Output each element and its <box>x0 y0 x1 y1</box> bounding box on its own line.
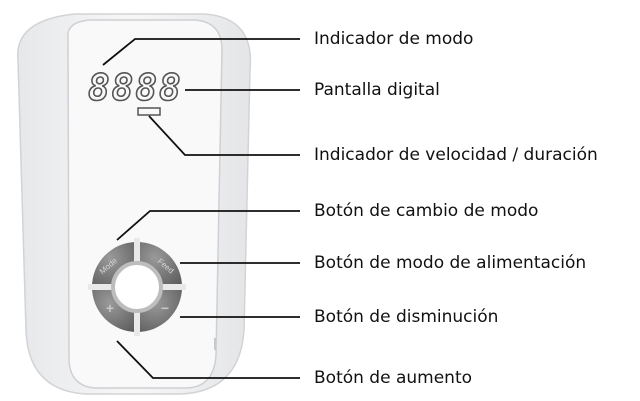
label-mode-change-button: Botón de cambio de modo <box>314 201 539 221</box>
leader-mode-change <box>116 210 300 241</box>
leader-increase <box>116 340 300 379</box>
minus-icon: − <box>161 300 169 316</box>
speed-duration-indicator-mark <box>137 107 161 116</box>
display-digits: 8888 <box>88 68 183 109</box>
label-feed-mode-button: Botón de modo de alimentación <box>314 253 587 273</box>
digital-display: 8888 <box>87 67 183 116</box>
plus-icon: + <box>106 300 114 316</box>
leader-speed-duration <box>148 115 300 156</box>
control-pad: Mode Feed + − <box>88 238 186 336</box>
label-decrease-button: Botón de disminución <box>314 307 499 327</box>
label-increase-button: Botón de aumento <box>314 368 473 388</box>
label-digital-display: Pantalla digital <box>314 80 440 100</box>
leader-mode-indicator <box>102 38 300 66</box>
pad-center <box>111 261 163 313</box>
leader-lines <box>102 38 300 379</box>
label-mode-indicator: Indicador de modo <box>314 29 474 49</box>
label-speed-duration-indicator: Indicador de velocidad / duración <box>314 145 598 165</box>
